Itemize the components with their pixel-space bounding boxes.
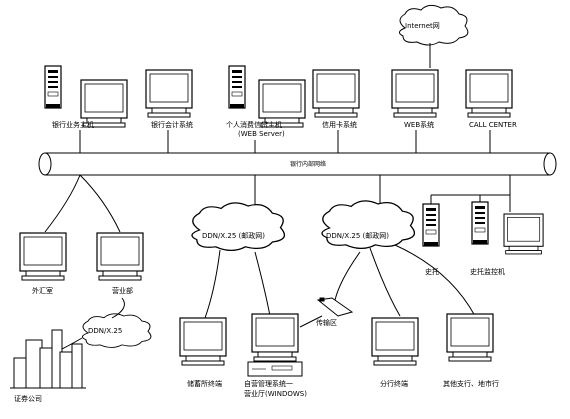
bottom-node-2-sublabel: 营业厅(WINDOWS)	[244, 389, 307, 398]
bottom-node-4-label: 其他支行、地市行	[443, 379, 499, 388]
top-node-3[interactable]	[228, 65, 306, 128]
backbone-label: 银行内部网络	[290, 160, 326, 168]
company-buildings	[10, 329, 86, 389]
left-node-2-label: 营业部	[112, 286, 133, 295]
cloud-mid-label: DDN/X.25 (邮政网)	[202, 231, 265, 240]
top-node-3-label: 个人消费信贷主机	[226, 120, 282, 129]
top-node-2-label: 银行会计系统	[151, 120, 193, 129]
bottom-node-2[interactable]	[247, 313, 303, 377]
right-server-1[interactable]	[422, 203, 440, 247]
top-node-5[interactable]	[391, 69, 439, 118]
right-monitor[interactable]	[503, 213, 544, 255]
left-node-1[interactable]	[19, 232, 67, 281]
right-node-2-label: 史托监控机	[470, 267, 505, 276]
bottom-node-1-label: 储蓄所终端	[187, 379, 222, 388]
bottom-node-3[interactable]	[371, 317, 419, 366]
top-node-4[interactable]	[312, 69, 360, 118]
backbone-branch-lines	[44, 174, 511, 233]
top-node-5-label: WEB系统	[404, 120, 434, 129]
right-server-links	[430, 194, 510, 204]
bottom-node-1[interactable]	[179, 317, 227, 366]
mid-cloud-lines	[204, 249, 271, 319]
top-node-2[interactable]	[145, 69, 193, 118]
top-node-6-label: CALL CENTER	[469, 121, 517, 129]
bottom-node-2-label: 自营管理系统一	[244, 379, 293, 388]
bottom-node-4[interactable]	[446, 313, 494, 362]
top-node-4-label: 信用卡系统	[322, 120, 357, 129]
company-label: 证券公司	[14, 394, 42, 403]
internet-cloud-label: Internet网	[405, 22, 440, 30]
right-cloud-lines	[334, 244, 476, 317]
top-node-6[interactable]	[465, 69, 513, 118]
backbone-bus	[38, 152, 557, 176]
top-node-3-sublabel: (WEB Server)	[238, 130, 285, 138]
cloud-right-label: DDN/X.25 (邮政网)	[326, 231, 389, 240]
top-drop-lines	[79, 130, 491, 153]
right-node-1-label: 史托	[425, 267, 439, 276]
cloud-mid	[191, 202, 286, 252]
cloud-left-label: DDN/X.25	[88, 327, 122, 335]
top-node-1-label: 银行业务主机	[52, 120, 94, 129]
modem-device[interactable]	[316, 297, 354, 317]
left-node-1-label: 外汇室	[32, 286, 53, 295]
bottom-node-3-label: 分行终端	[380, 379, 408, 388]
cloud-right	[321, 200, 416, 250]
top-node-1[interactable]	[44, 65, 128, 128]
modem-label: 传输区	[316, 318, 337, 327]
left-node-2[interactable]	[96, 232, 144, 281]
right-server-2[interactable]	[471, 201, 489, 245]
